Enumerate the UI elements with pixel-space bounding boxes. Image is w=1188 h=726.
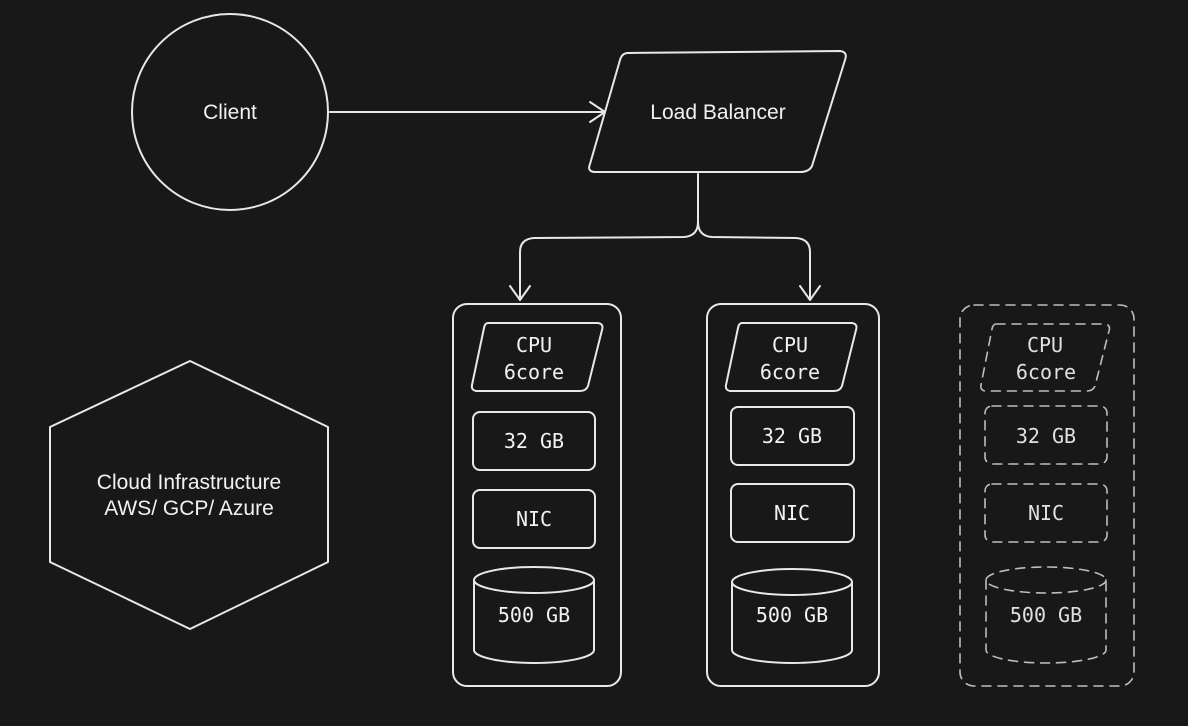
- server-3-dashed: CPU 6core 32 GB NIC 500 GB: [959, 304, 1135, 687]
- server-1-disk-label: 500 GB: [498, 603, 570, 627]
- server-2-ram-box: [730, 406, 855, 466]
- server-2-cpu-shape: [724, 322, 858, 392]
- client-node: Client: [131, 13, 329, 211]
- server-3-ram-label: 32 GB: [1016, 424, 1076, 448]
- cloud-hexagon: [49, 360, 329, 630]
- server-1-disk-body: [473, 579, 595, 664]
- server-2-disk-top: [731, 568, 853, 596]
- server-2-cpu-label: CPU: [772, 333, 808, 357]
- server-1-cpu-shape: [470, 322, 604, 392]
- server-1-cpu-label: CPU: [516, 333, 552, 357]
- server-2-disk-body: [731, 581, 853, 664]
- server-1-disk-top: [473, 566, 595, 594]
- cloud-infrastructure-node: Cloud Infrastructure AWS/ GCP/ Azure: [49, 360, 329, 630]
- server-2-nic-box: [730, 483, 855, 543]
- server-2-ram-label: 32 GB: [762, 424, 822, 448]
- server-1-ram-box: [472, 411, 596, 471]
- cloud-label-line2: AWS/ GCP/ Azure: [104, 497, 274, 520]
- server-3-cpu-cores: 6core: [1016, 360, 1076, 384]
- arrow-client-to-lb: [329, 101, 606, 123]
- server-1-nic-label: NIC: [516, 507, 552, 531]
- server-1-ram-label: 32 GB: [504, 429, 564, 453]
- server-2-frame: [706, 303, 880, 687]
- server-1-nic-box: [472, 489, 596, 549]
- server-2-disk-label: 500 GB: [756, 603, 828, 627]
- server-3-ram-box: [984, 405, 1108, 465]
- server-1-cpu-cores: 6core: [504, 360, 564, 384]
- server-1-frame: [452, 303, 622, 687]
- server-3-disk-body: [985, 579, 1107, 664]
- arrow-head-server-1: [509, 285, 531, 301]
- server-2-cpu-cores: 6core: [760, 360, 820, 384]
- cloud-label-line1: Cloud Infrastructure: [97, 471, 281, 494]
- server-3-nic-box: [984, 483, 1108, 543]
- arrow-to-server-2: [697, 221, 811, 299]
- client-circle: [131, 13, 329, 211]
- server-3-frame: [959, 304, 1135, 687]
- server-3-cpu-label: CPU: [1027, 333, 1063, 357]
- load-balancer-label: Load Balancer: [650, 101, 785, 124]
- arrow-head-server-2: [799, 285, 821, 301]
- server-1: CPU 6core 32 GB NIC 500 GB: [452, 303, 622, 687]
- arrows-lb-to-servers: [509, 173, 821, 301]
- server-3-disk-label: 500 GB: [1010, 603, 1082, 627]
- server-2: CPU 6core 32 GB NIC 500 GB: [706, 303, 880, 687]
- server-2-nic-label: NIC: [774, 501, 810, 525]
- server-3-nic-label: NIC: [1028, 501, 1064, 525]
- client-label: Client: [203, 101, 257, 124]
- server-3-disk-top: [985, 566, 1107, 594]
- server-3-cpu-shape: [980, 323, 1111, 392]
- arrow-to-server-1: [519, 173, 699, 299]
- load-balancer-shape: [588, 50, 847, 173]
- load-balancer-node: Load Balancer: [588, 50, 847, 173]
